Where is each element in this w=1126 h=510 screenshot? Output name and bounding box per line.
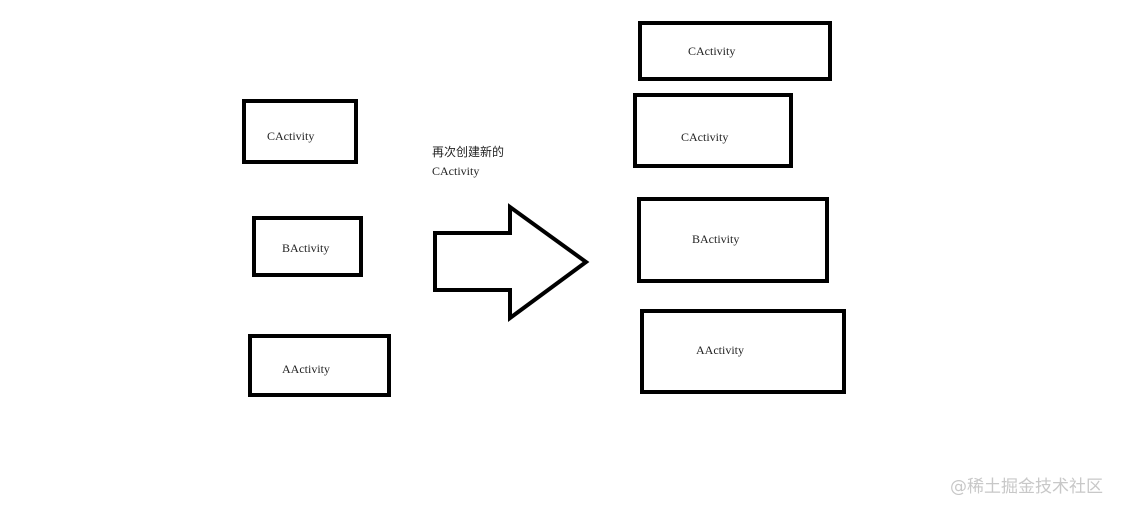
after-b-activity-box: BActivity: [637, 197, 829, 283]
box-label: BActivity: [282, 241, 330, 255]
box-label: CActivity: [688, 44, 736, 58]
watermark: @稀土掘金技术社区: [950, 477, 1103, 497]
note-line-2: CActivity: [432, 164, 480, 178]
before-c-activity-box: CActivity: [242, 99, 358, 164]
before-b-activity-box: BActivity: [252, 216, 363, 277]
box-label: AActivity: [282, 362, 330, 376]
transition-note: 再次创建新的 CActivity: [432, 143, 504, 181]
box-label: CActivity: [267, 129, 315, 143]
after-a-activity-box: AActivity: [640, 309, 846, 394]
after-c-activity-box: CActivity: [633, 93, 793, 168]
after-c-activity-box-top: CActivity: [638, 21, 832, 81]
note-line-1: 再次创建新的: [432, 145, 505, 159]
before-a-activity-box: AActivity: [248, 334, 391, 397]
box-label: AActivity: [696, 343, 744, 357]
box-label: CActivity: [681, 130, 729, 144]
box-label: BActivity: [692, 232, 740, 246]
